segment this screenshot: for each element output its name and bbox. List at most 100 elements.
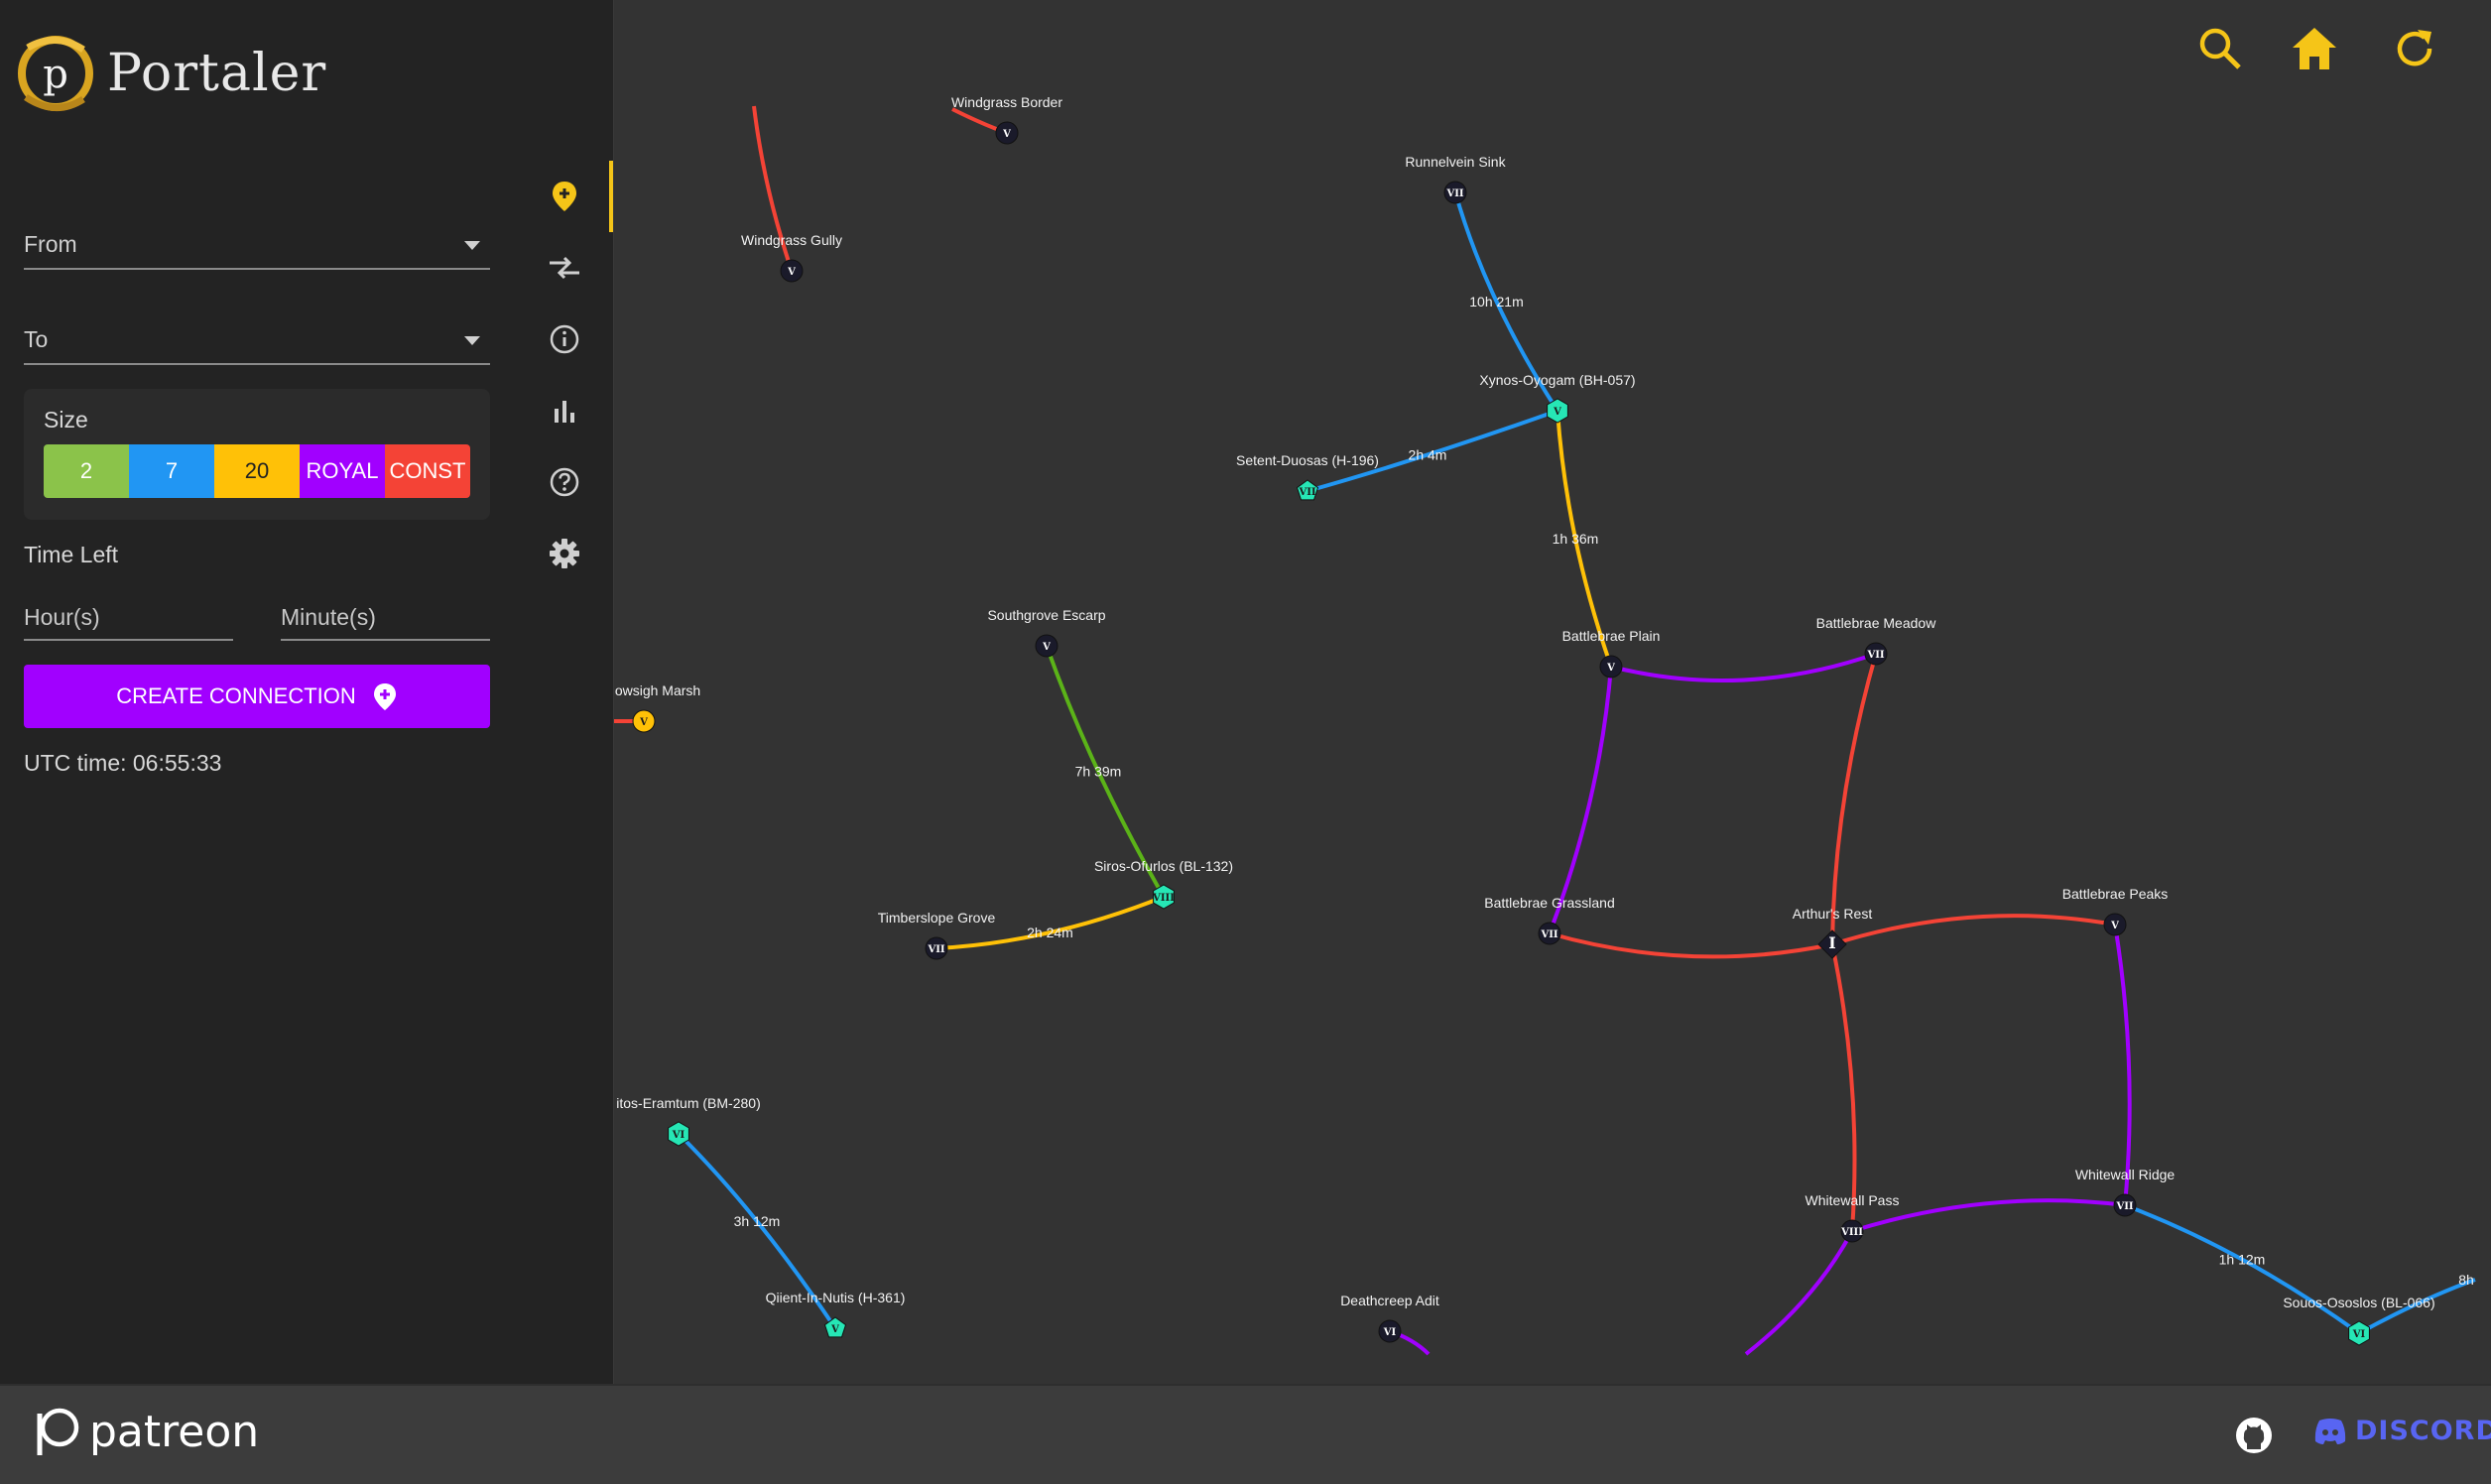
refresh-button[interactable] [2392,26,2437,76]
node-tier: VII [1540,929,1557,940]
chevron-down-icon [464,336,480,345]
map-edge-runnelvein-sink-xynos[interactable] [1453,191,1559,413]
map-edge-timberslope-siros[interactable] [935,895,1165,950]
rail-info[interactable] [515,305,613,374]
portaler-logo-icon: p [18,36,93,111]
stats-icon [554,401,574,423]
size-20-button[interactable]: 20 [214,444,300,498]
rail-settings[interactable] [515,519,613,588]
map-node-runnelvein-sink[interactable]: VII Runnelvein Sink [1405,154,1507,204]
node-marker [1443,181,1467,204]
node-name-label: Runnelvein Sink [1405,154,1506,170]
map-edge-partial[interactable] [1744,1230,1854,1356]
github-link[interactable] [2234,1416,2274,1460]
from-select[interactable]: From [24,220,490,270]
rail-help[interactable] [515,447,613,517]
map-edge-itos-qiient[interactable] [677,1132,837,1330]
search-icon [2199,28,2241,69]
from-label: From [24,231,77,257]
map-edge-xynos-bb-plain[interactable] [1556,410,1613,668]
map-edge-setent-xynos[interactable] [1307,409,1558,493]
node-marker [1840,1219,1864,1243]
node-name-label: Battlebrae Grassland [1484,895,1615,911]
map-edge-arthurs-whitewall-pass[interactable] [1830,943,1857,1232]
map-edge-bb-meadow-arthurs[interactable] [1830,653,1878,945]
node-marker [1599,655,1623,679]
app-name: Portaler [107,44,327,103]
patreon-link[interactable]: patreon [32,1406,259,1457]
rail-connect[interactable] [515,233,613,303]
size-label: Size [44,407,88,433]
edge-duration-label: 8h [2458,1272,2474,1288]
to-select[interactable]: To [24,315,490,365]
map-edge-whitewall-pass-whitewall-ridge[interactable] [1851,1198,2126,1233]
map-edge-bb-peaks-whitewall-ridge[interactable] [2113,924,2132,1206]
node-name-label: itos-Eramtum (BM-280) [616,1095,760,1111]
discord-link[interactable]: DISCORD [2313,1416,2491,1446]
home-button[interactable] [2291,26,2338,76]
node-marker [1547,398,1568,424]
map-edge-bb-grassland-arthurs[interactable] [1549,931,1833,959]
node-name-label: Southgrove Escarp [987,607,1105,623]
node-tier: VII [2115,1201,2133,1212]
map-edge-bb-plain-bb-meadow[interactable] [1610,652,1877,683]
create-connection-button[interactable]: CREATE CONNECTION [24,665,490,728]
node-marker [2103,913,2127,936]
rail-stats[interactable] [515,376,613,445]
refresh-icon [2397,30,2432,66]
patreon-icon [37,1408,79,1455]
size-7-button[interactable]: 7 [129,444,214,498]
map-edge-partial[interactable] [2358,1278,2476,1335]
node-name-label: Windgrass Border [951,94,1062,110]
node-name-label: Qiient-In-Nutis (H-361) [766,1290,906,1305]
sidebar: p Portaler From To Size 2 7 20 ROYAL CON… [0,0,580,1384]
search-button[interactable] [2197,26,2243,76]
map-edge-arthurs-bb-peaks[interactable] [1831,914,2116,946]
minutes-input[interactable]: Minute(s) [281,591,490,641]
utc-time: UTC time: 06:55:33 [24,750,222,776]
app-logo[interactable]: p Portaler [10,28,326,119]
map-edge-southgrove-siros[interactable] [1045,645,1166,898]
node-marker [2348,1320,2370,1346]
home-icon [2293,28,2336,69]
node-name-label: Setent-Duosas (H-196) [1236,452,1379,468]
rail-add-portal[interactable] [515,162,613,231]
size-2-button[interactable]: 2 [44,444,129,498]
node-tier: VI [2352,1329,2366,1340]
node-tier: V [2110,921,2119,931]
map-edge-whitewall-ridge-souos[interactable] [2124,1203,2361,1335]
node-marker [823,1316,847,1338]
node-tier: VII [927,944,944,955]
map-edge-bb-plain-bb-grassland[interactable] [1548,666,1613,934]
hours-input[interactable]: Hour(s) [24,591,233,641]
node-marker [1864,642,1888,666]
map-edge-partial[interactable] [752,105,794,272]
size-royal-button[interactable]: ROYAL [300,444,385,498]
size-const-button[interactable]: CONST [385,444,470,498]
add-location-icon [373,683,396,710]
chevron-down-icon [464,241,480,250]
map-node-bb-grassland[interactable]: VII Battlebrae Grassland [1484,895,1615,945]
node-tier: VII [1445,188,1463,199]
node-tier: V [639,717,648,728]
